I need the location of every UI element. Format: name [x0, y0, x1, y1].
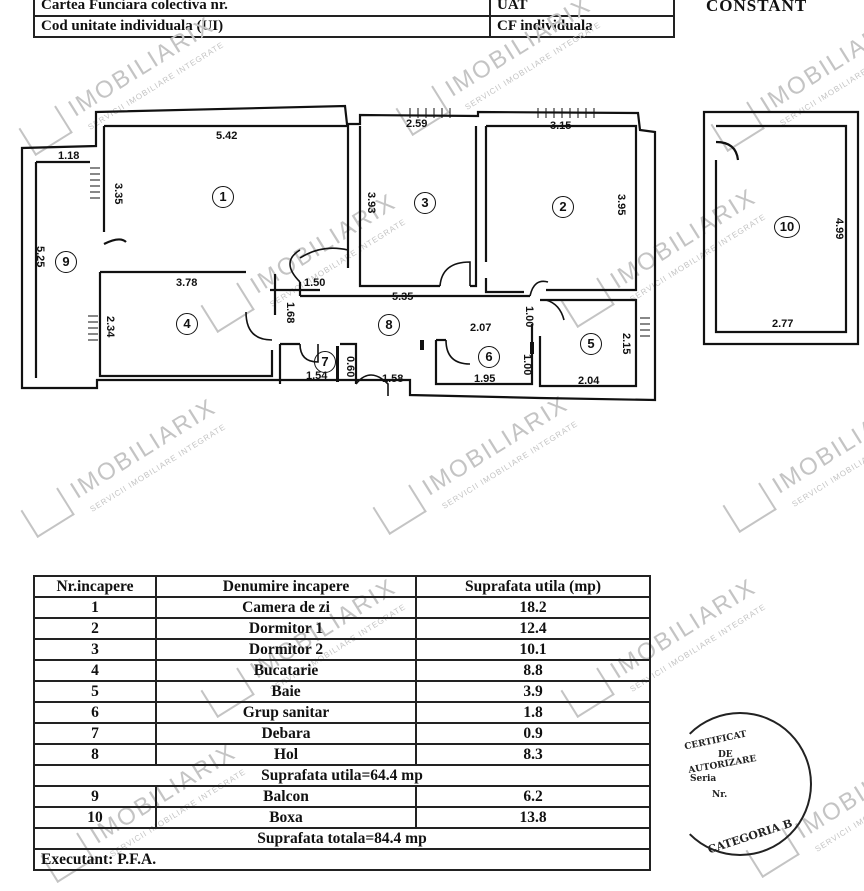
- floor-plan: [20, 104, 860, 402]
- dimension-label: 1.68: [284, 302, 296, 324]
- total-row: Suprafata totala=84.4 mp: [33, 827, 651, 850]
- dimension-label: 2.15: [620, 333, 632, 355]
- house-logo-icon: [722, 482, 777, 534]
- dimension-label: 5.35: [392, 291, 414, 303]
- authorization-stamp: [668, 712, 812, 856]
- dimension-label: 1.18: [58, 150, 80, 162]
- room-5-marker: 5: [580, 333, 602, 355]
- stamp-text: Seria: [690, 774, 717, 784]
- dimension-label: 5.42: [216, 130, 238, 142]
- house-logo-icon: [20, 487, 75, 539]
- cf-colectiva-label: Cartea Funciara colectiva nr.: [33, 0, 491, 17]
- room-7-marker: 7: [314, 351, 336, 373]
- dimension-label: 3.78: [176, 277, 198, 289]
- dimension-label: 2.34: [104, 316, 116, 338]
- cod-ui-label: Cod unitate individuala (UI): [33, 15, 491, 38]
- room-3-marker: 3: [414, 192, 436, 214]
- room-8-marker: 8: [378, 314, 400, 336]
- dimension-label: 3.35: [112, 183, 124, 205]
- uat-label: UAT: [489, 0, 675, 17]
- header-table: Cartea Funciara colectiva nr. UAT Cod un…: [33, 0, 675, 38]
- dimension-label: 0.60: [344, 356, 356, 378]
- dimension-label: 5.25: [34, 246, 46, 268]
- room-4-marker: 4: [176, 313, 198, 335]
- house-logo-icon: [372, 484, 427, 536]
- col-header-name: Denumire incapere: [155, 575, 417, 598]
- dimension-label: 3.93: [365, 192, 377, 214]
- locality-text: CONSTANT: [706, 0, 808, 15]
- stamp-text: DE: [718, 750, 733, 760]
- dimension-label: 1.58: [382, 373, 404, 385]
- stamp-text: Nr.: [712, 790, 728, 800]
- dimension-label: 4.99: [833, 218, 845, 240]
- room-6-marker: 6: [478, 346, 500, 368]
- room-9-marker: 9: [55, 251, 77, 273]
- dimension-label: 1.95: [474, 373, 496, 385]
- dimension-label: 1.50: [304, 277, 326, 289]
- rooms-table: Nr.incapere Denumire incapere Suprafata …: [33, 575, 651, 871]
- dimension-label: 2.77: [772, 318, 794, 330]
- dimension-label: 2.07: [470, 322, 492, 334]
- executant-row: Executant: P.F.A.: [33, 848, 651, 871]
- dimension-label: 1.00: [521, 354, 533, 376]
- dimension-label: 1.54: [306, 370, 328, 382]
- room-2-marker: 2: [552, 196, 574, 218]
- dimension-label: 2.59: [406, 118, 428, 130]
- subtotal-row: Suprafata utila=64.4 mp: [33, 764, 651, 787]
- col-header-area: Suprafata utila (mp): [415, 575, 651, 598]
- dimension-label: 3.15: [550, 120, 572, 132]
- dimension-label: 1.00: [523, 306, 535, 328]
- room-1-marker: 1: [212, 186, 234, 208]
- cf-individuala-label: CF individuala: [489, 15, 675, 38]
- dimension-label: 2.04: [578, 375, 600, 387]
- dimension-label: 3.95: [615, 194, 627, 216]
- room-10-marker: 10: [774, 216, 800, 238]
- col-header-nr: Nr.incapere: [33, 575, 157, 598]
